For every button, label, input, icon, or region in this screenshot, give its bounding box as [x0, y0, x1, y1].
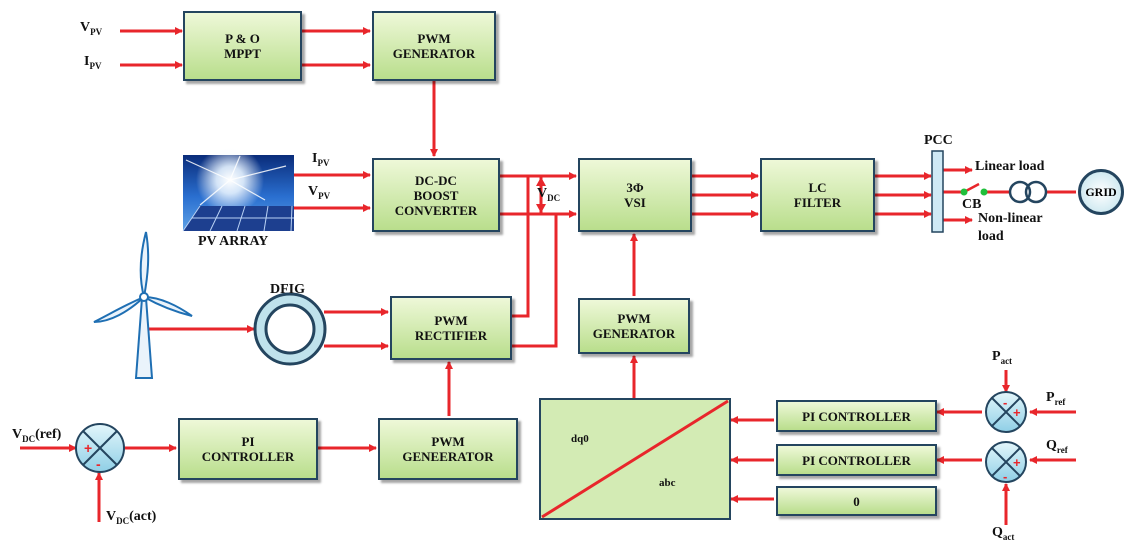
svg-text:-: -	[96, 456, 101, 472]
pwm-generator-mid-block: PWM GENERATOR	[578, 298, 690, 354]
pi-controller-vdc-block: PI CONTROLLER	[178, 418, 318, 480]
p-ref-label: Pref	[1046, 390, 1066, 407]
summing-junction-vdc: + -	[75, 423, 125, 473]
p-act-label: Pact	[992, 349, 1013, 366]
grid-label: GRID	[1085, 184, 1117, 199]
mppt-line-1: P & O	[225, 31, 260, 46]
svg-text:-: -	[1003, 395, 1007, 410]
dfig-machine	[253, 292, 327, 366]
dfig-label: DFIG	[270, 282, 305, 297]
boost-line-3: CONVERTER	[394, 202, 478, 218]
vsi-block: 3Φ VSI	[578, 158, 692, 232]
pwm-gen-top-line-1: PWM	[417, 31, 451, 46]
pwm-gen-bottom-line-1: PWM	[431, 434, 465, 449]
pi-controller-q-block: PI CONTROLLER	[776, 444, 937, 476]
svg-text:-: -	[1003, 469, 1007, 484]
pcc-label: PCC	[924, 133, 953, 148]
vdc-arrow-up	[536, 177, 546, 186]
q-ref-label: Qref	[1046, 438, 1068, 455]
mppt-block: P & O MPPT	[183, 11, 302, 81]
cb-label: CB	[962, 197, 982, 212]
wire-rect-bus-1	[512, 176, 530, 318]
zero-label: 0	[853, 493, 860, 509]
ipv-input-label: IPV	[84, 54, 102, 71]
nonlinear-line-2: load	[978, 229, 1004, 244]
wind-turbine-icon	[93, 231, 193, 379]
svg-text:+: +	[1013, 455, 1021, 470]
pi-left-line-2: CONTROLLER	[201, 449, 295, 464]
nonlinear-load-label: Non-linear load	[978, 210, 1043, 246]
dq0-abc-diagonal	[541, 399, 729, 519]
lc-line-1: LC	[808, 180, 827, 195]
pcc-bus	[931, 150, 944, 233]
vdc-label: VDC	[537, 186, 561, 203]
vdc-ref-label: VDC(ref)	[12, 427, 62, 444]
vdc-arrow-down	[536, 204, 546, 213]
transformer-icon	[1008, 180, 1048, 204]
summing-junction-p: + -	[985, 391, 1027, 433]
zero-block: 0	[776, 486, 937, 516]
mppt-line-2: MPPT	[224, 46, 261, 61]
vpv-array-label: VPV	[308, 184, 331, 201]
pwm-generator-top-block: PWM GENERATOR	[372, 11, 496, 81]
lc-line-2: FILTER	[793, 195, 842, 210]
ipv-array-label: IPV	[312, 151, 330, 168]
vsi-line-1: 3Φ	[626, 180, 644, 195]
grid-node: GRID	[1078, 169, 1124, 215]
abc-label: abc	[659, 477, 676, 489]
vpv-input-label: VPV	[80, 20, 103, 37]
wire-rect-bus-2	[512, 214, 558, 348]
svg-text:+: +	[84, 440, 92, 456]
q-act-label: Qact	[992, 525, 1015, 542]
boost-line-2: BOOST	[413, 187, 459, 203]
pwm-gen-mid-line-2: GENERATOR	[592, 326, 676, 341]
pwm-rectifier-block: PWM RECTIFIER	[390, 296, 512, 360]
rect-line-1: PWM	[434, 313, 468, 328]
vdc-act-label: VDC(act)	[106, 509, 157, 526]
boost-line-1: DC-DC	[415, 172, 457, 188]
pi-controller-p-block: PI CONTROLLER	[776, 400, 937, 432]
pwm-gen-bottom-line-2: GENEERATOR	[402, 449, 494, 464]
pwm-gen-mid-line-1: PWM	[617, 311, 651, 326]
pi-left-line-1: PI	[241, 434, 255, 449]
pi-bottom-label: PI CONTROLLER	[802, 452, 911, 468]
rect-line-2: RECTIFIER	[414, 328, 488, 343]
boost-converter-block: DC-DC BOOST CONVERTER	[372, 158, 500, 232]
pv-array-icon	[182, 146, 294, 232]
svg-text:+: +	[1013, 405, 1021, 420]
linear-load-label: Linear load	[975, 159, 1045, 174]
circuit-breaker	[960, 182, 988, 196]
nonlinear-line-1: Non-linear	[978, 211, 1043, 226]
dq0-label: dq0	[571, 433, 589, 445]
lc-filter-block: LC FILTER	[760, 158, 875, 232]
pwm-gen-top-line-2: GENERATOR	[392, 46, 476, 61]
pwm-generator-bottom-block: PWM GENEERATOR	[378, 418, 518, 480]
pi-top-label: PI CONTROLLER	[802, 408, 911, 424]
summing-junction-q: + -	[985, 441, 1027, 484]
pv-array-label: PV ARRAY	[198, 234, 269, 249]
vsi-line-2: VSI	[624, 195, 646, 210]
